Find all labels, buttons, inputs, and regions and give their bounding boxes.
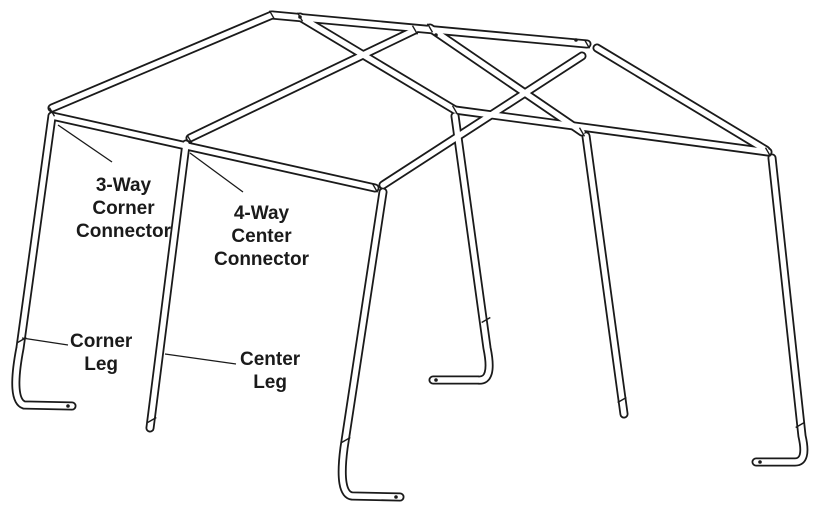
label-line: 3-Way: [95, 175, 152, 196]
label-line: 4-Way: [233, 203, 290, 224]
label-line: Leg: [253, 372, 287, 393]
label-corner-leg: Corner Leg: [70, 330, 132, 376]
label-line: Corner: [92, 198, 155, 219]
foot-bolts: [66, 15, 762, 499]
pipe-joint: [147, 416, 157, 424]
label-line: Connector: [76, 221, 171, 242]
rafter-back-mid: [297, 14, 458, 113]
corner-leg-front-outline: [337, 187, 405, 502]
bolt-hole: [298, 15, 302, 19]
corner-leg-right: [753, 155, 807, 465]
pipe-joint: [268, 10, 276, 20]
bolt-hole: [434, 33, 438, 37]
pipe-joint: [451, 105, 459, 115]
corner-leg-left: [13, 113, 75, 409]
rafter-right-center: [427, 25, 585, 135]
pipe-joint: [411, 25, 419, 35]
rafter-left-center: [187, 27, 418, 141]
eave-left-front: [49, 113, 378, 191]
label-line: Center: [240, 349, 301, 370]
pipe-joint: [48, 107, 56, 117]
center-leg-back: [583, 133, 627, 417]
label-3-way-corner-connector: 3-Way Corner Connector: [76, 174, 171, 243]
bolt-hole: [434, 378, 438, 382]
rafter-front-mid: [380, 53, 585, 188]
rafter-right-front: [594, 45, 769, 153]
bolt-hole: [758, 460, 762, 464]
pipe-joint: [341, 436, 351, 444]
leader-corner-leg: [21, 337, 69, 346]
label-line: Leg: [84, 354, 119, 375]
pipe-joints: [17, 10, 805, 444]
pipe-joint: [371, 183, 379, 193]
label-line: Connector: [214, 249, 309, 270]
eave-left: [49, 12, 275, 111]
pipe-joint: [764, 147, 772, 157]
frame-outline: [11, 10, 809, 502]
leader-center-leg: [164, 353, 237, 365]
pipe-joint: [583, 39, 591, 49]
label-center-leg: Center Leg: [240, 348, 300, 394]
pipe-joint: [481, 316, 491, 324]
leader-3-way: [57, 124, 113, 163]
corner-leg-front: [339, 189, 403, 500]
pipe-joint: [617, 396, 627, 404]
leaders: [21, 124, 244, 365]
center-leg-left: [147, 141, 189, 431]
label-line: Center: [231, 226, 292, 247]
center-leg-mid: [430, 113, 492, 383]
pipe-joint: [186, 135, 194, 145]
corner-leg-right-outline: [751, 153, 809, 467]
bolt-hole: [394, 495, 398, 499]
leader-4-way: [189, 152, 244, 193]
pipe-joint: [795, 421, 805, 429]
eave-right: [452, 107, 771, 155]
label-4-way-center-connector: 4-Way Center Connector: [214, 202, 309, 271]
bolt-hole: [574, 38, 578, 42]
label-line: Corner: [70, 331, 133, 352]
frame-fill: [13, 12, 807, 500]
pipe-joint: [578, 127, 586, 137]
bolt-hole: [66, 404, 70, 408]
pipe-joint: [426, 23, 434, 33]
